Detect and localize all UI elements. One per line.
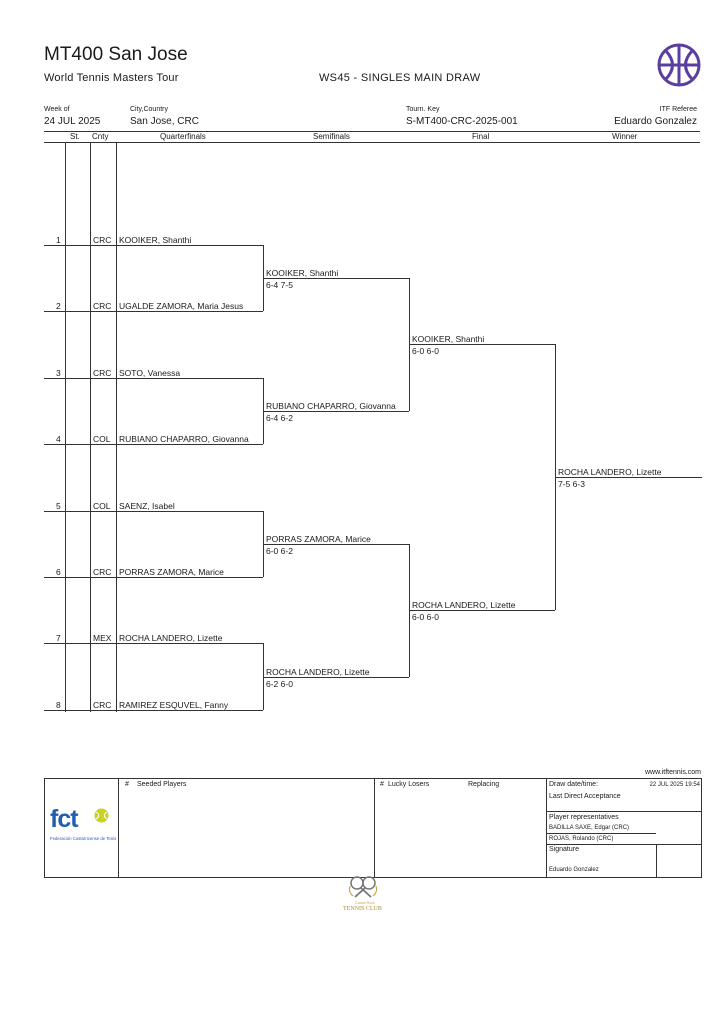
player-country: CRC — [93, 700, 112, 710]
player-country: CRC — [93, 368, 112, 378]
sf-player-name: ROCHA LANDERO, Lizette — [266, 667, 370, 677]
sf-score: 6-4 6-2 — [266, 413, 293, 423]
last-direct-acceptance-label: Last Direct Acceptance — [549, 793, 621, 800]
player-name: UGALDE ZAMORA, Maria Jesus — [119, 301, 244, 311]
seeded-players-label: Seeded Players — [137, 781, 187, 788]
itf-globe-icon — [657, 43, 701, 87]
lucky-losers-label: Lucky Losers — [388, 781, 430, 788]
seed-number: 4 — [56, 434, 61, 444]
col-winner: Winner — [612, 132, 638, 141]
sf-player-name: PORRAS ZAMORA, Marice — [266, 534, 371, 544]
player-rep: ROJAS, Rolando (CRC) — [549, 836, 614, 842]
fct-logo-subtitle: Federación Costarricense de Tenis — [50, 836, 117, 841]
sf-score: 6-0 6-2 — [266, 546, 293, 556]
tournament-title: MT400 San Jose — [44, 44, 188, 65]
crossed-rackets-icon — [348, 876, 378, 898]
player-name: ROCHA LANDERO, Lizette — [119, 633, 223, 643]
seeded-hash: # — [125, 781, 129, 788]
player-country: CRC — [93, 235, 112, 245]
final-player-name: KOOIKER, Shanthi — [412, 334, 485, 344]
tennis-ball-icon — [94, 808, 109, 823]
seed-number: 6 — [56, 567, 61, 577]
seed-number: 3 — [56, 368, 61, 378]
lucky-hash: # — [380, 781, 384, 788]
final-player-name: ROCHA LANDERO, Lizette — [412, 600, 516, 610]
sf-player-name: KOOIKER, Shanthi — [266, 268, 339, 278]
seed-number: 7 — [56, 633, 61, 643]
replacing-label: Replacing — [468, 781, 500, 788]
sf-player-name: RUBIANO CHAPARRO, Giovanna — [266, 401, 396, 411]
fct-logo: fct Federación Costarricense de Tenis — [48, 805, 116, 845]
col-quarterfinals: Quarterfinals — [160, 132, 206, 141]
winner-score: 7-5 6-3 — [558, 479, 585, 489]
player-name: KOOIKER, Shanthi — [119, 235, 192, 245]
draw-date-value: 22 JUL 2025 19:54 — [649, 782, 700, 788]
referee-value: Eduardo Gonzalez — [614, 116, 697, 127]
player-name: PORRAS ZAMORA, Marice — [119, 567, 224, 577]
club-line-2: TENNIS CLUB — [343, 906, 382, 912]
player-rep: BADILLA SAXE, Edgar (CRC) — [549, 825, 630, 831]
week-label: Week of — [44, 106, 70, 113]
draw-date-label: Draw date/time: — [549, 781, 599, 788]
referee-label: ITF Referee — [659, 106, 697, 113]
city-value: San Jose, CRC — [130, 116, 199, 127]
player-name: SAENZ, Isabel — [119, 501, 175, 511]
col-semifinals: Semifinals — [313, 132, 350, 141]
col-seed: St. — [70, 132, 80, 141]
itf-website[interactable]: www.itftennis.com — [644, 769, 701, 776]
player-country: MEX — [93, 633, 112, 643]
draw-name: WS45 - SINGLES MAIN DRAW — [319, 72, 481, 84]
sf-score: 6-2 6-0 — [266, 679, 293, 689]
player-country: COL — [93, 501, 111, 511]
sf-score: 6-4 7-5 — [266, 280, 293, 290]
seed-number: 8 — [56, 700, 61, 710]
col-final: Final — [472, 132, 490, 141]
week-value: 24 JUL 2025 — [44, 116, 101, 127]
signature-label: Signature — [549, 846, 579, 853]
col-country: Cnty — [92, 132, 109, 141]
tourn-key-label: Tourn. Key — [406, 106, 440, 113]
player-name: SOTO, Vanessa — [119, 368, 181, 378]
tourn-key-value: S-MT400-CRC-2025-001 — [406, 116, 518, 127]
player-country: CRC — [93, 567, 112, 577]
club-line-1: Costa Rica — [355, 900, 375, 905]
player-country: COL — [93, 434, 111, 444]
tennis-club-logo: Costa Rica TENNIS CLUB — [338, 876, 388, 920]
tour-name: World Tennis Masters Tour — [44, 72, 179, 84]
seed-number: 5 — [56, 501, 61, 511]
seed-number: 2 — [56, 301, 61, 311]
signature-value: Eduardo Gonzalez — [549, 867, 599, 873]
fct-logo-text: fct — [50, 805, 79, 833]
final-score: 6-0 6-0 — [412, 612, 439, 622]
player-country: CRC — [93, 301, 112, 311]
winner-name: ROCHA LANDERO, Lizette — [558, 467, 662, 477]
final-score: 6-0 6-0 — [412, 346, 439, 356]
player-reps-label: Player representatives — [549, 814, 619, 821]
seed-number: 1 — [56, 235, 61, 245]
player-name: RUBIANO CHAPARRO, Giovanna — [119, 434, 249, 444]
player-name: RAMIREZ ESQUVEL, Fanny — [119, 700, 229, 710]
city-label: City,Country — [130, 106, 168, 113]
